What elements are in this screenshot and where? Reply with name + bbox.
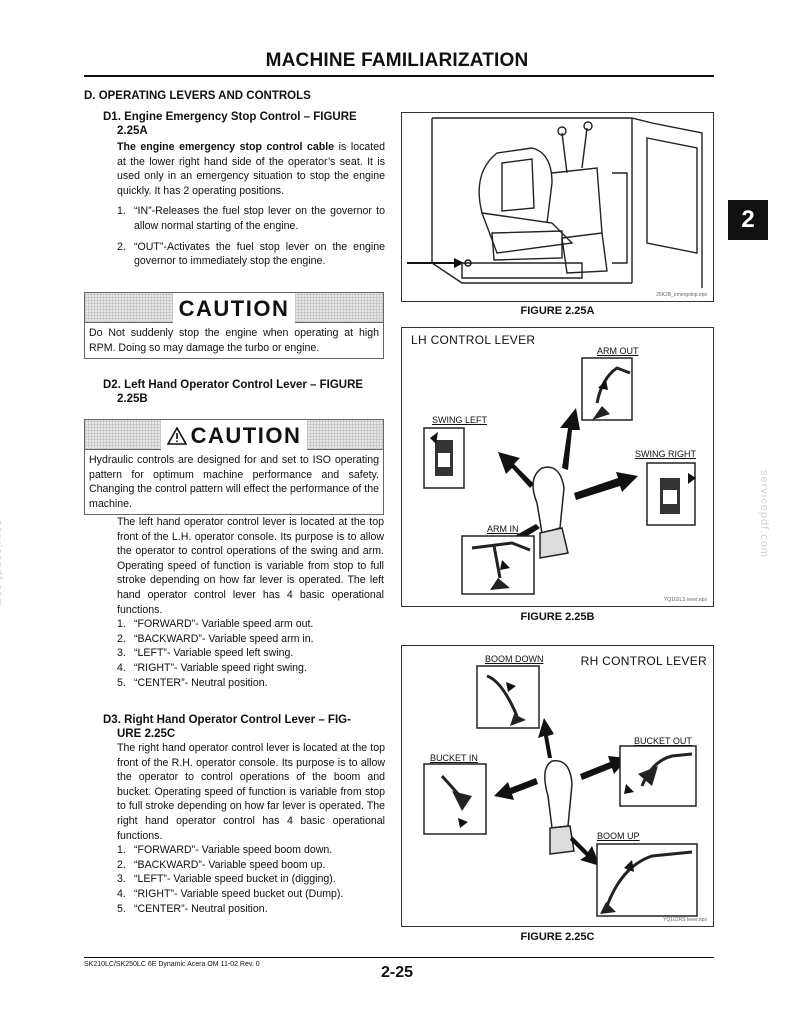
- figure-2-25c: RH CONTROL LEVER BOO: [401, 645, 714, 927]
- figure-2-25a: 25K2B_emergstop.eps: [401, 112, 714, 302]
- list-item: 2.“OUT”-Activates the fuel stop lever on…: [117, 240, 385, 268]
- figure-2-25b: LH CONTROL LEVER: [401, 327, 714, 607]
- label-boom-down: BOOM DOWN: [485, 654, 544, 664]
- d2-heading: D2. Left Hand Operator Control Lever – F…: [103, 378, 385, 406]
- label-arm-out: ARM OUT: [597, 346, 639, 356]
- list-item: 2.“BACKWARD”- Variable speed arm in.: [117, 632, 314, 645]
- list-item: 3.“LEFT”- Variable speed bucket in (digg…: [117, 873, 336, 886]
- footer-document-id: SK210LC/SK250LC 6E Dynamic Acera OM 11-0…: [84, 961, 260, 968]
- d2-paragraph: The left hand operator control lever is …: [117, 516, 384, 616]
- label-arm-in: ARM IN: [487, 524, 519, 534]
- emergency-stop-illustration: [407, 117, 703, 288]
- footer-rule: [84, 957, 714, 958]
- joystick-lever: [532, 466, 569, 559]
- direction-arrows: [494, 718, 628, 866]
- caution-word: CAUTION: [172, 293, 296, 324]
- list-item: 5.“CENTER”- Neutral position.: [117, 676, 268, 689]
- d1-section: D1. Engine Emergency Stop Control – FIGU…: [103, 110, 385, 269]
- d1-heading-line1: D1. Engine Emergency Stop Control – FIGU…: [103, 111, 357, 123]
- label-bucket-out: BUCKET OUT: [634, 736, 692, 746]
- watermark-right: servicepdf.com: [758, 470, 770, 558]
- d3-list: 1.“FORWARD”- Variable speed boom down. 2…: [103, 843, 385, 916]
- d3-heading-line2: URE 2.25C: [117, 728, 176, 740]
- list-item: 5.“CENTER”- Neutral position.: [117, 902, 268, 915]
- caution-text: Do Not suddenly stop the engine when ope…: [84, 323, 384, 360]
- label-swing-left: SWING LEFT: [432, 415, 488, 425]
- rh-lever-diagram: [423, 665, 698, 917]
- watermark-left: servicepdf.com: [0, 520, 4, 608]
- d1-lead-rest: is located at the lower right hand side …: [117, 141, 386, 197]
- d3-section: D3. Right Hand Operator Control Lever – …: [103, 713, 385, 916]
- page-number: 2-25: [380, 964, 414, 981]
- d1-list: 1.“IN”-Releases the fuel stop lever on t…: [103, 204, 385, 268]
- caution-text: Hydraulic controls are designed for and …: [84, 450, 384, 516]
- list-item: 1.“FORWARD”- Variable speed boom down.: [117, 844, 333, 857]
- header-rule: [84, 75, 714, 77]
- list-item: 4.“RIGHT”- Variable speed bucket out (Du…: [117, 887, 344, 900]
- warning-triangle-icon: [166, 426, 188, 445]
- figure-a-ref: 25K2B_emergstop.eps: [656, 292, 707, 298]
- d2-heading-line2: 2.25B: [117, 393, 148, 405]
- caution-box-1: CAUTION Do Not suddenly stop the engine …: [84, 292, 384, 360]
- figure-b-caption: FIGURE 2.25B: [520, 611, 595, 623]
- figure-c-ref: YQ102RS lever.eps: [663, 917, 707, 923]
- caution-bar: CAUTION: [84, 419, 384, 451]
- rh-panel-title: RH CONTROL LEVER: [580, 654, 707, 668]
- figure-a-caption: FIGURE 2.25A: [520, 305, 595, 317]
- list-item: 1.“FORWARD”- Variable speed arm out.: [117, 618, 314, 631]
- d1-heading-line2: 2.25A: [117, 125, 148, 137]
- label-swing-right: SWING RIGHT: [635, 449, 696, 459]
- list-item: 1.“IN”-Releases the fuel stop lever on t…: [117, 205, 385, 232]
- lh-panel-title: LH CONTROL LEVER: [411, 333, 536, 347]
- section-heading: D. OPERATING LEVERS AND CONTROLS: [84, 90, 311, 102]
- d1-lead-bold: The engine emergency stop control cable: [117, 141, 335, 153]
- caution-word: CAUTION: [160, 420, 308, 451]
- list-item: 3.“LEFT”- Variable speed left swing.: [117, 647, 294, 660]
- list-item: 4.“RIGHT”- Variable speed right swing.: [117, 661, 307, 674]
- lh-lever-diagram: [423, 357, 696, 595]
- joystick-lever: [544, 759, 575, 855]
- caution-box-2: CAUTION Hydraulic controls are designed …: [84, 419, 384, 516]
- d1-paragraph: The engine emergency stop control cable …: [103, 140, 385, 198]
- d2-body: The left hand operator control lever is …: [117, 515, 384, 690]
- chapter-tab: 2: [728, 200, 768, 240]
- page-title: MACHINE FAMILIARIZATION: [265, 50, 529, 71]
- label-bucket-in: BUCKET IN: [430, 753, 478, 763]
- d2-list: 1.“FORWARD”- Variable speed arm out. 2.“…: [117, 617, 384, 690]
- figure-c-caption: FIGURE 2.25C: [520, 931, 595, 943]
- caution-bar: CAUTION: [84, 292, 384, 324]
- figure-b-ref: YQ102LS lever.eps: [663, 597, 707, 603]
- d3-heading-line1: D3. Right Hand Operator Control Lever – …: [103, 714, 351, 726]
- d3-paragraph: The right hand operator control lever is…: [117, 742, 385, 842]
- list-item: 2.“BACKWARD”- Variable speed boom up.: [117, 858, 326, 871]
- d2-heading-line1: D2. Left Hand Operator Control Lever – F…: [103, 379, 364, 391]
- label-boom-up: BOOM UP: [597, 831, 640, 841]
